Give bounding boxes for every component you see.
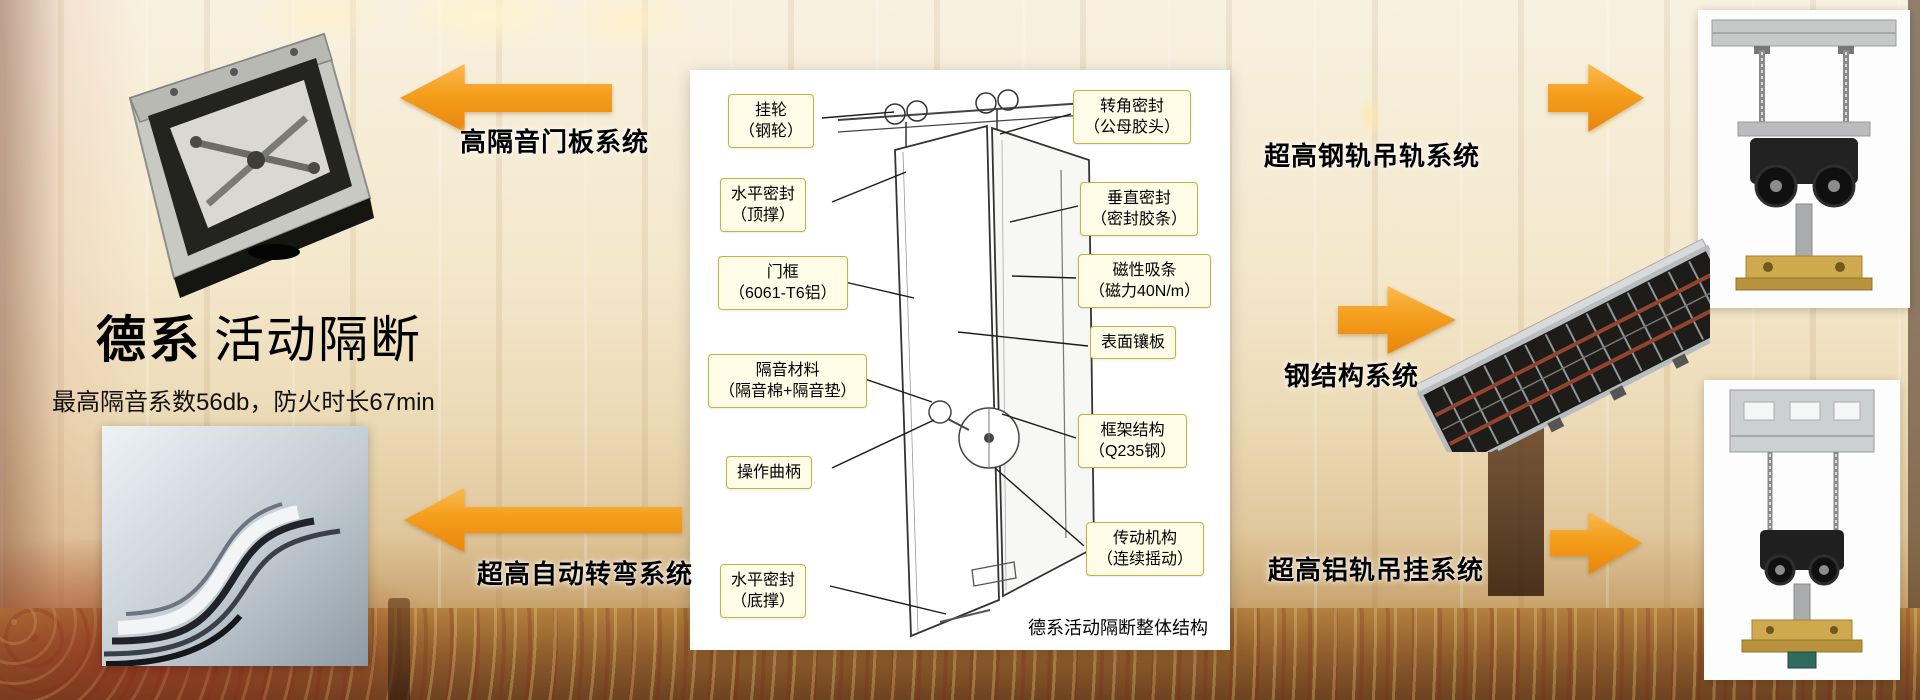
callout-frame-structure: 框架结构 （Q235钢） — [1078, 414, 1188, 469]
label-steel-rail-system: 超高钢轨吊轨系统 — [1264, 141, 1481, 171]
label-steel-structure-system: 钢结构系统 — [1284, 361, 1420, 391]
arrow-steel-structure-system — [1338, 286, 1456, 354]
door-panel-mechanism-art — [128, 32, 374, 298]
callout-vertical-seal: 垂直密封 （密封胶条） — [1080, 182, 1199, 237]
product-subtitle: 最高隔音系数56db，防火时长67min — [52, 389, 435, 416]
callout-horizontal-seal-bottom: 水平密封 （底撑） — [720, 564, 807, 619]
callout-magnetic-strip: 磁性吸条 （磁力40N/m） — [1078, 254, 1212, 309]
callout-corner-seal: 转角密封 （公母胶头） — [1073, 90, 1192, 145]
product-title: 德系活动隔断 — [96, 300, 422, 372]
partition-structure-drawing — [821, 89, 1129, 638]
label-alu-rail-system: 超高铝轨吊挂系统 — [1268, 555, 1485, 585]
door-panel-mechanism-photo — [112, 20, 390, 300]
callout-surface-panel: 表面镶板 — [1090, 326, 1177, 360]
arrow-auto-turn-system — [404, 488, 682, 552]
steel-structure-frame-photo — [1414, 236, 1710, 452]
arrow-door-panel-system — [400, 64, 612, 132]
callout-horizontal-seal-top: 水平密封 （顶撑） — [720, 178, 807, 233]
callout-hanger-wheel: 挂轮 （钢轮） — [728, 94, 815, 149]
curved-track-art — [102, 426, 368, 666]
steel-rail-hanger-photo — [1698, 10, 1910, 308]
label-door-panel-system: 高隔音门板系统 — [460, 127, 650, 157]
product-title-bold: 德系 — [96, 312, 202, 368]
steel-rail-hanger-art — [1698, 10, 1910, 308]
product-title-light: 活动隔断 — [214, 312, 422, 368]
curved-track-photo — [102, 426, 368, 666]
arrow-alu-rail-system — [1550, 511, 1642, 575]
callout-door-frame: 门框 （6061-T6铝） — [718, 256, 848, 311]
aluminium-rail-hanger-photo — [1704, 380, 1900, 680]
callout-drive-mechanism: 传动机构 （连续摇动） — [1086, 522, 1205, 577]
arrow-steel-rail-system — [1548, 64, 1644, 132]
callout-operating-crank: 操作曲柄 — [726, 456, 813, 490]
callout-sound-insulation: 隔音材料 （隔音棉+隔音垫） — [708, 354, 868, 409]
steel-structure-frame-art — [1414, 238, 1710, 452]
diagram-caption: 德系活动隔断整体结构 — [1028, 618, 1208, 638]
label-auto-turn-system: 超高自动转弯系统 — [477, 559, 694, 589]
diagram-panel: 挂轮 （钢轮） 水平密封 （顶撑） 门框 （6061-T6铝） 隔音材料 （隔音… — [690, 70, 1230, 650]
doorway-shadow — [388, 598, 410, 700]
aluminium-rail-hanger-art — [1704, 380, 1900, 680]
right-wall-shadow — [1908, 0, 1920, 700]
